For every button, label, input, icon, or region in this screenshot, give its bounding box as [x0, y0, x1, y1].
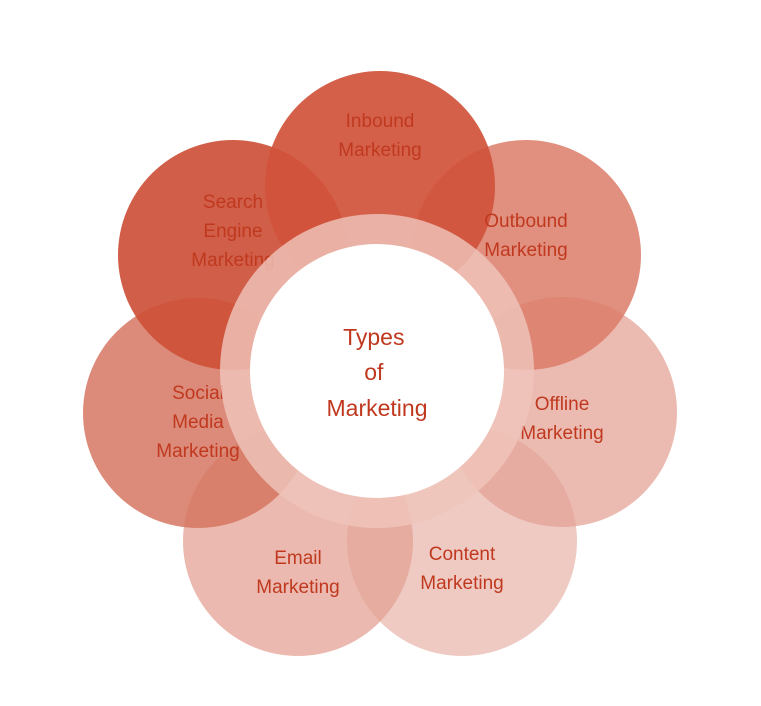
petal-label-line: Engine — [203, 221, 262, 242]
petal-label-line: Media — [172, 412, 224, 433]
petal-label-line: Outbound — [484, 211, 567, 232]
petal-label-line: Social — [172, 383, 224, 404]
center-label: Types of Marketing — [327, 324, 428, 421]
petal-label-line: Email — [274, 548, 322, 569]
petal-label-line: Content — [429, 544, 496, 565]
center-label-line: of — [364, 359, 384, 385]
center-hub: Types of Marketing — [220, 214, 534, 528]
petal-label-line: Marketing — [420, 573, 503, 594]
petal-label-line: Marketing — [520, 423, 603, 444]
petal-label-line: Search — [203, 192, 263, 213]
center-disc — [250, 244, 504, 498]
center-label-line: Types — [343, 324, 404, 350]
petal-label-line: Marketing — [256, 577, 339, 598]
petal-label-line: Inbound — [346, 111, 415, 132]
petal-label-line: Marketing — [191, 250, 274, 271]
center-label-line: Marketing — [327, 395, 428, 421]
petal-label-line: Marketing — [156, 441, 239, 462]
petal-label-line: Marketing — [338, 140, 421, 161]
petal-label-line: Offline — [535, 394, 590, 415]
petal-label-line: Marketing — [484, 240, 567, 261]
